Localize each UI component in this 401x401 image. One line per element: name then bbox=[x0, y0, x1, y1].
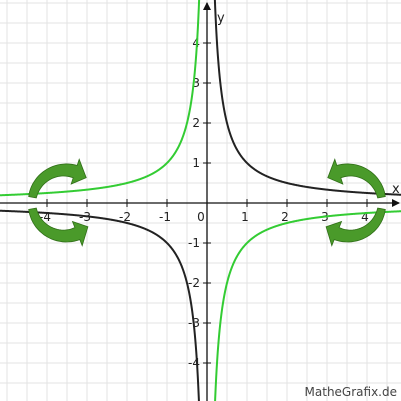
x-tick-label: 1 bbox=[241, 210, 249, 224]
y-tick-label: -2 bbox=[188, 276, 200, 290]
y-tick-label: -4 bbox=[188, 356, 200, 370]
x-tick-label: 2 bbox=[281, 210, 289, 224]
y-tick-label: 1 bbox=[192, 156, 200, 170]
rotation-arrow-icon bbox=[325, 207, 386, 247]
y-tick-label: 3 bbox=[192, 76, 200, 90]
series-line bbox=[0, 209, 200, 401]
rotation-arrow-icon bbox=[28, 207, 89, 247]
series-line bbox=[0, 0, 201, 197]
y-tick-label: 2 bbox=[192, 116, 200, 130]
x-axis-label: x bbox=[392, 182, 400, 197]
annotation-layer bbox=[28, 158, 386, 247]
series-line bbox=[214, 210, 401, 401]
x-tick-label: -1 bbox=[159, 210, 171, 224]
y-tick-label: -1 bbox=[188, 236, 200, 250]
rotation-arrow-icon bbox=[327, 158, 386, 199]
x-tick-label: -4 bbox=[39, 210, 51, 224]
x-tick-label: -2 bbox=[119, 210, 131, 224]
series-line bbox=[213, 0, 401, 196]
x-tick-label: 0 bbox=[197, 210, 205, 224]
y-axis-label: y bbox=[217, 11, 225, 26]
credit-text: MatheGrafix.de bbox=[305, 385, 397, 399]
x-tick-label: 4 bbox=[361, 210, 369, 224]
rotation-arrow-icon bbox=[28, 158, 87, 199]
